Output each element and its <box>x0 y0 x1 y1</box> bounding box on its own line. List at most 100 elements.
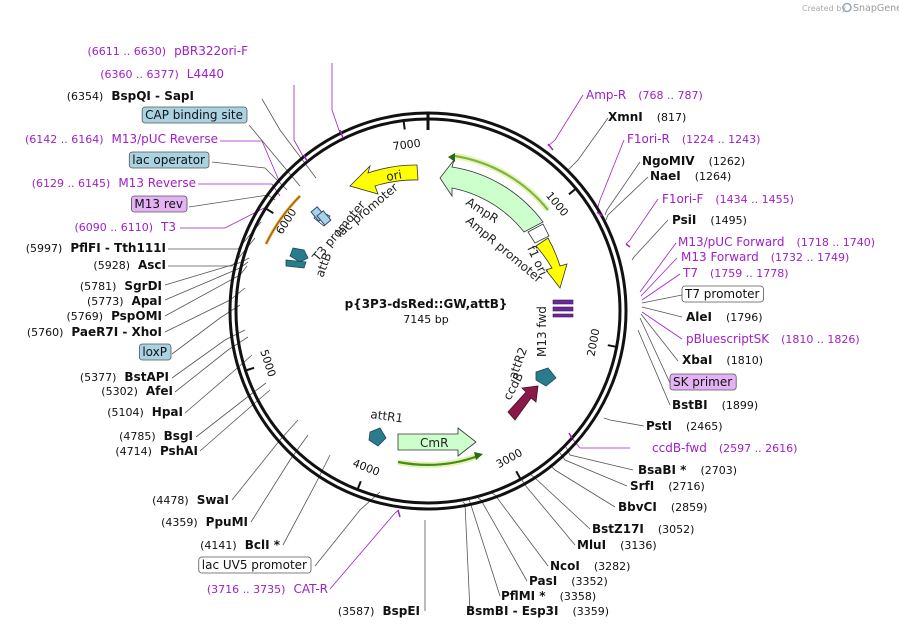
label-f1orir[interactable]: F1ori-R(1224 .. 1243) <box>627 132 760 146</box>
label-ppumi-name: PpuMI <box>206 515 248 529</box>
f1-ori-arrow[interactable] <box>535 237 568 289</box>
label-sgrdi-position: (5781) <box>80 280 117 293</box>
attb-arrow-2[interactable] <box>285 259 307 269</box>
ampr-promoter-arrow[interactable] <box>527 223 550 244</box>
label-l4440[interactable]: L4440(6360 .. 6377) <box>100 67 224 81</box>
attb-arrow[interactable] <box>289 247 309 263</box>
label-naei[interactable]: NaeI(1264) <box>650 169 731 183</box>
label-m13puc[interactable]: M13/pUC Reverse(6142 .. 6164) <box>25 132 218 146</box>
label-f1orir-name: F1ori-R <box>627 132 670 146</box>
label-l4440-position: (6360 .. 6377) <box>100 68 179 81</box>
label-pasi[interactable]: PasI(3352) <box>529 574 608 588</box>
attr2-arrow[interactable] <box>535 367 557 387</box>
label-pflfi-name: PflFI - Tth111I <box>70 241 166 255</box>
label-xbai[interactable]: XbaI(1810) <box>682 353 763 367</box>
label-pbsk[interactable]: pBluescriptSK(1810 .. 1826) <box>686 332 860 346</box>
label-bspqi[interactable]: BspQI - SapI(6354) <box>67 89 194 103</box>
label-bcli-name: BclI * <box>245 538 281 552</box>
label-ncoi[interactable]: NcoI(3282) <box>550 559 630 573</box>
label-pflmi[interactable]: PflMI *(3358) <box>501 589 596 603</box>
label-naei-name: NaeI <box>650 169 681 183</box>
label-t3[interactable]: T3(6090 .. 6110) <box>74 220 176 234</box>
label-ngomiv[interactable]: NgoMIV(1262) <box>642 154 745 168</box>
label-bsabi[interactable]: BsaBI *(2703) <box>638 463 737 477</box>
label-m13f[interactable]: M13 Forward(1732 .. 1749) <box>681 250 849 264</box>
label-t7p-box <box>681 285 764 303</box>
label-f1orif[interactable]: F1ori-F(1434 .. 1455) <box>662 192 794 206</box>
label-bsabi-name: BsaBI * <box>638 463 687 477</box>
label-xmni-position: (817) <box>657 111 687 124</box>
label-pspomi[interactable]: PspOMI(5769) <box>66 309 162 323</box>
label-sgrdi[interactable]: SgrDI (5781) <box>80 279 162 293</box>
label-ccdbf-position: (2597 .. 2616) <box>719 442 798 455</box>
label-lacop[interactable]: lac operator <box>128 151 210 169</box>
ccdb-arrow[interactable] <box>507 385 539 421</box>
label-loxp[interactable]: loxP <box>138 343 172 361</box>
label-ampr-p-name: Amp-R <box>586 88 626 102</box>
label-cap-box <box>141 106 248 124</box>
label-asci[interactable]: AscI(5928) <box>93 258 166 272</box>
cmr-highlight-head <box>474 452 483 460</box>
label-hpai[interactable]: HpaI(5104) <box>107 405 183 419</box>
label-apai[interactable]: ApaI(5773) <box>87 294 162 308</box>
label-lacuv5-name: lac UV5 promoter <box>202 558 307 572</box>
label-m13pucf[interactable]: M13/pUC Forward(1718 .. 1740) <box>678 235 875 249</box>
label-bsgi[interactable]: BsgI(4785) <box>119 429 193 443</box>
label-ccdbf-name: ccdB-fwd <box>652 441 707 455</box>
label-catr-position: (3716 .. 3735) <box>207 583 286 596</box>
cmr-highlight <box>397 454 479 466</box>
label-ccdbf[interactable]: ccdB-fwd (2597 .. 2616) <box>652 441 797 455</box>
label-ampr-p[interactable]: Amp-R(768 .. 787) <box>586 88 703 102</box>
label-xmni[interactable]: XmnI (817) <box>608 110 686 124</box>
label-skp-box <box>669 373 737 391</box>
ampr-highlight-glow <box>454 153 551 212</box>
label-bstz17i[interactable]: BstZ17I(3052) <box>592 522 694 536</box>
label-bcli[interactable]: BclI *(4141) <box>200 538 281 552</box>
label-m13rev2[interactable]: M13 rev <box>131 195 188 213</box>
label-t7p[interactable]: T7 promoter <box>681 285 764 303</box>
label-pshai[interactable]: PshAI(4714) <box>115 444 198 458</box>
label-swai[interactable]: SwaI(4478) <box>152 493 229 507</box>
cmr-arrow[interactable] <box>397 427 477 457</box>
label-m13f-name: M13 Forward <box>681 250 759 264</box>
label-mlui[interactable]: MluI(3136) <box>577 538 657 552</box>
label-afei-position: (5302) <box>101 385 138 398</box>
label-m13rev1[interactable]: M13 Reverse(6129 .. 6145) <box>32 176 196 190</box>
label-catr[interactable]: CAT-R(3716 .. 3735) <box>207 582 328 596</box>
label-cap[interactable]: CAP binding site <box>141 106 248 124</box>
attr1-arrow[interactable] <box>368 427 387 447</box>
label-skp[interactable]: SK primer <box>669 373 737 391</box>
label-pbsk-position: (1810 .. 1826) <box>781 333 860 346</box>
label-lacuv5[interactable]: lac UV5 promoter <box>198 556 312 574</box>
label-afei[interactable]: AfeI(5302) <box>101 384 173 398</box>
label-pshai-position: (4714) <box>115 445 152 458</box>
label-pflmi-name: PflMI * <box>501 589 546 603</box>
label-alei-name: AleI <box>686 310 712 324</box>
label-t7[interactable]: T7(1759 .. 1778) <box>682 266 789 280</box>
snapgene-logo-icon <box>842 2 852 13</box>
label-psti[interactable]: PstI(2465) <box>646 419 723 433</box>
ori-arrow[interactable] <box>349 164 419 195</box>
label-srfi[interactable]: SrfI(2716) <box>630 479 705 493</box>
label-sgrdi-name: SgrDI <box>124 279 162 293</box>
label-bsmbi[interactable]: BsmBI - Esp3I(3359) <box>466 604 609 618</box>
label-bspei[interactable]: BspEI(3587) <box>338 604 420 618</box>
label-pflfi[interactable]: PflFI - Tth111I(5997) <box>26 241 166 255</box>
label-psii[interactable]: PsiI(1495) <box>672 213 747 227</box>
attb-highlight-inner <box>265 195 301 245</box>
label-alei[interactable]: AleI(1796) <box>686 310 763 324</box>
label-xmni-name: XmnI <box>608 110 643 124</box>
label-pasi-position: (3352) <box>571 575 608 588</box>
label-mlui-name: MluI <box>577 538 606 552</box>
label-bstbi[interactable]: BstBI(1899) <box>672 398 758 412</box>
label-ppumi[interactable]: PpuMI(4359) <box>161 515 248 529</box>
ori-label: ori <box>385 167 403 183</box>
label-paer7i[interactable]: PaeR7I - XhoI(5760) <box>27 325 162 339</box>
label-asci-name: AscI <box>138 258 166 272</box>
label-pbr[interactable]: pBR322ori-F(6611 .. 6630) <box>88 44 249 58</box>
label-bstapi[interactable]: BstAPI(5377) <box>80 370 169 384</box>
ampr-arrow[interactable] <box>439 159 544 233</box>
bp-tick-mark <box>246 366 255 372</box>
label-xbai-position: (1810) <box>726 354 763 367</box>
label-bbvci[interactable]: BbvCI(2859) <box>618 500 707 514</box>
